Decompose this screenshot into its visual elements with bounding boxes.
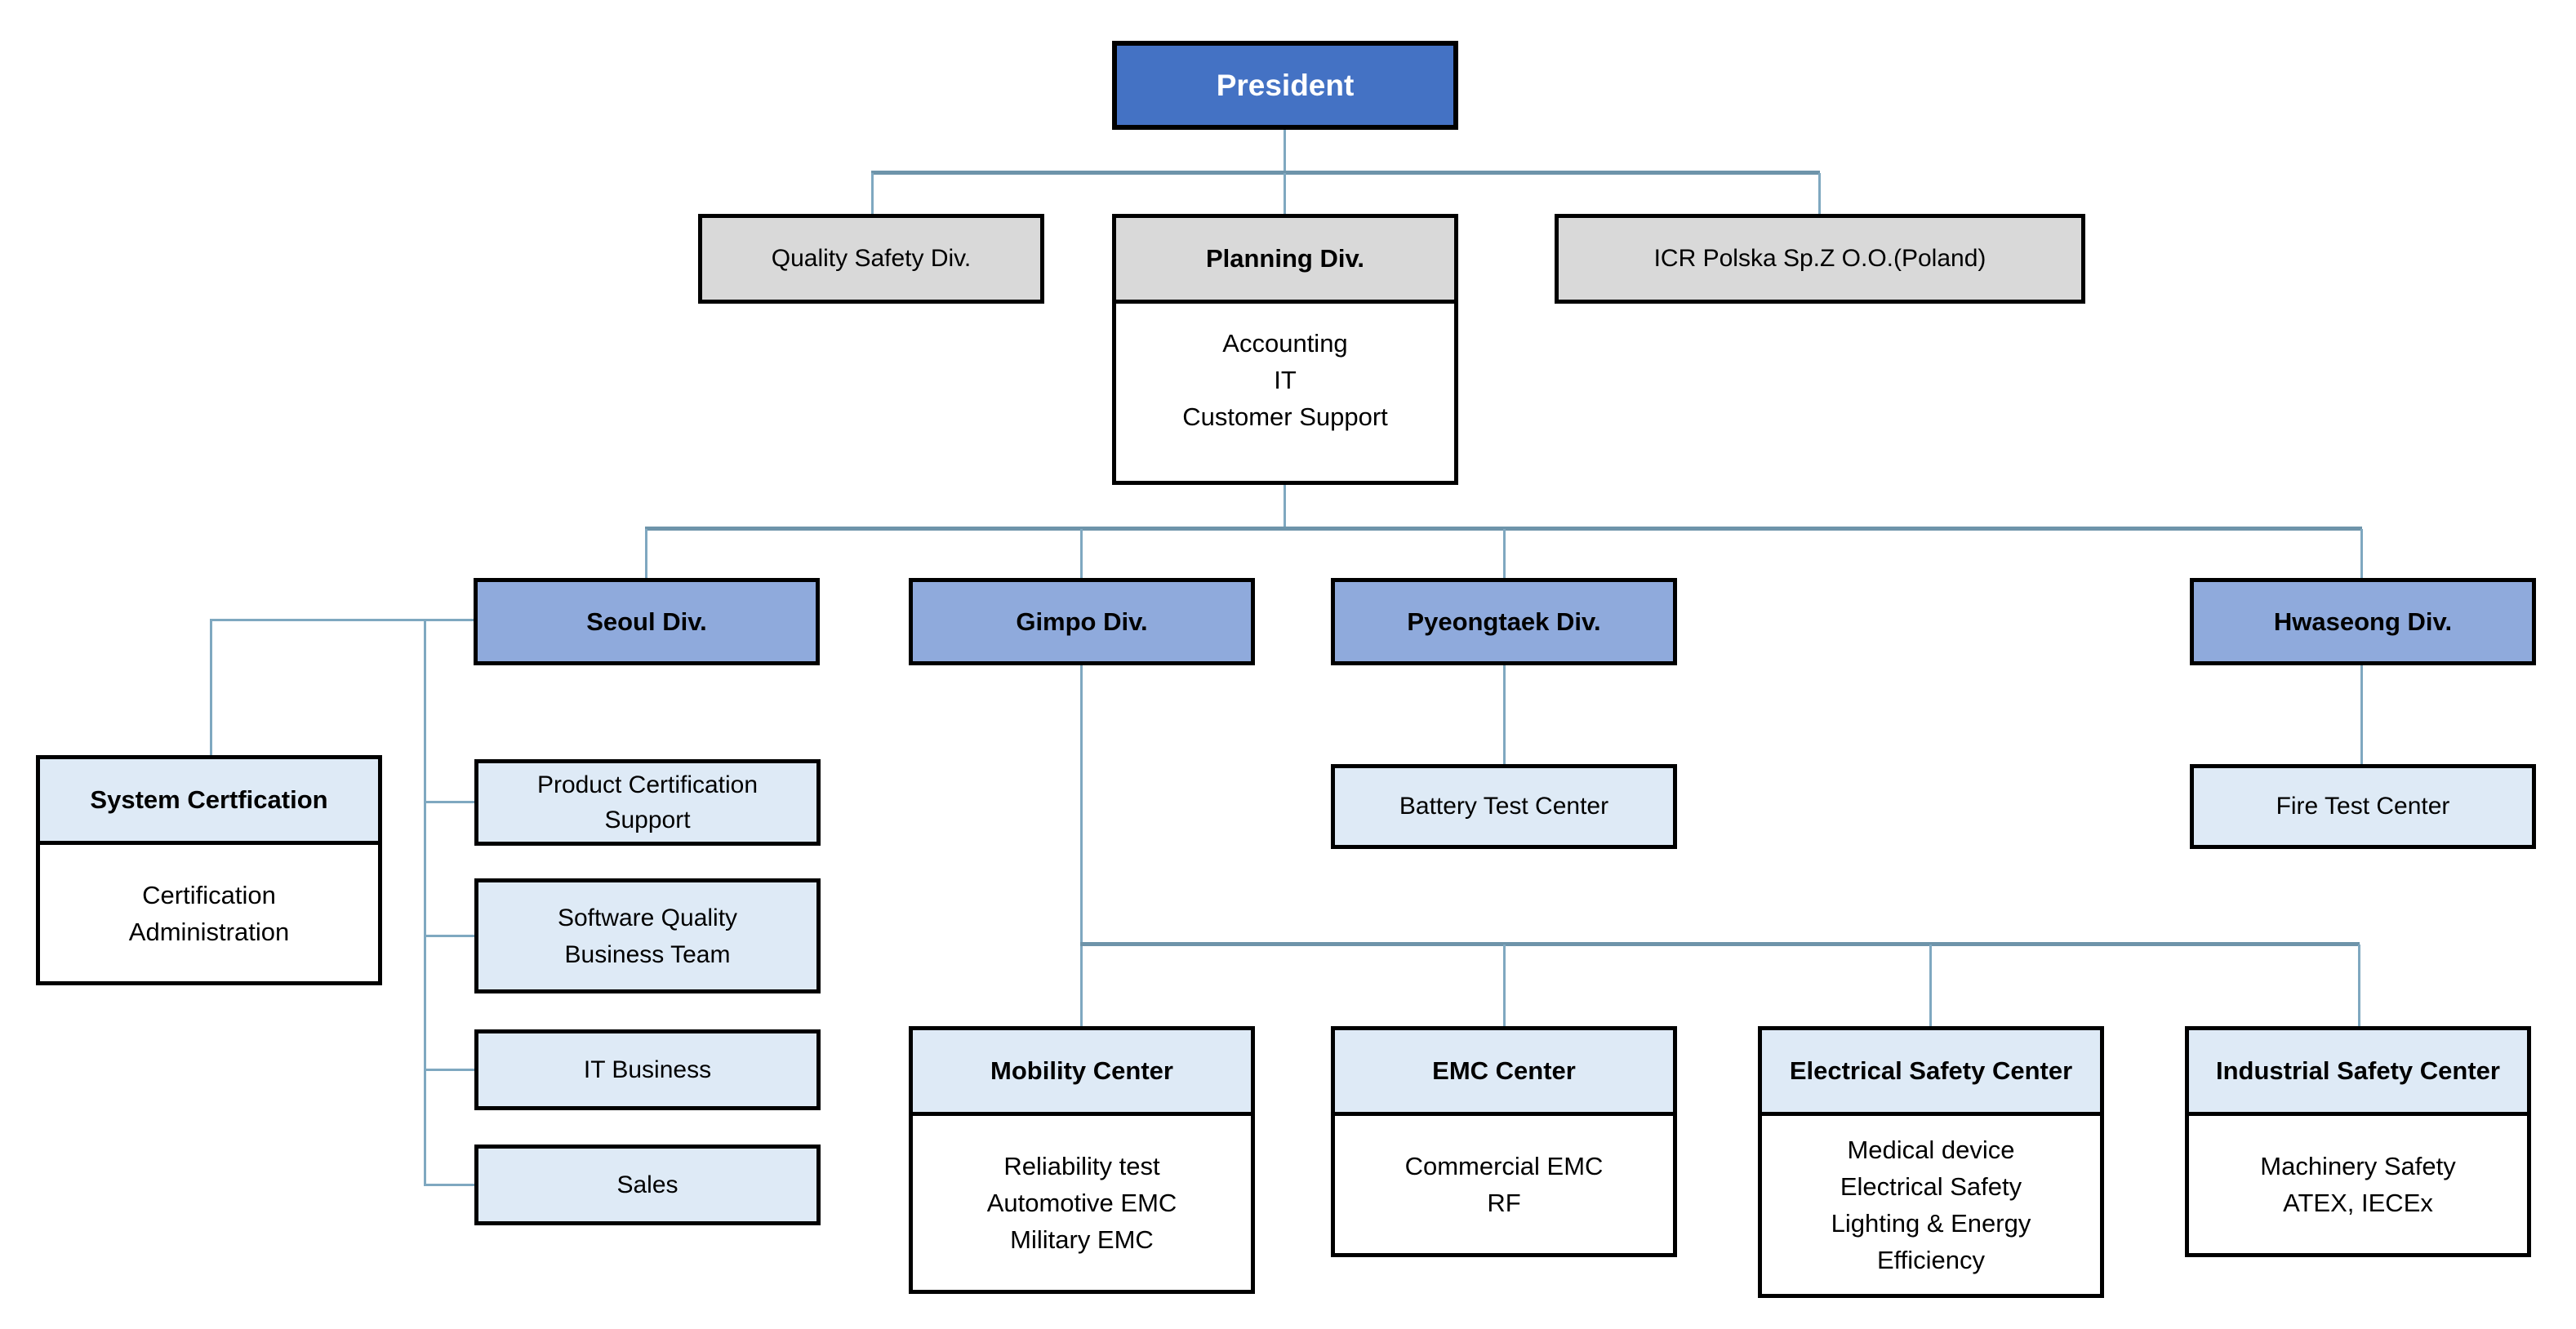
node-planning-div: Planning Div. Accounting IT Customer Sup…	[1112, 214, 1458, 485]
node-planning-label: Planning Div.	[1205, 244, 1365, 273]
node-industrial-safety-body: Machinery Safety ATEX, IECEx	[2189, 1116, 2527, 1253]
connector-hwaseong-drop	[2360, 529, 2363, 578]
node-electrical-safety-center: Electrical Safety Center Medical device …	[1758, 1026, 2104, 1298]
node-industrial-safety-label: Industrial Safety Center	[2216, 1056, 2500, 1085]
electrical-safety-item: Electrical Safety	[1840, 1172, 2022, 1201]
node-seoul-div: Seoul Div.	[474, 578, 820, 665]
connector-industrial-drop	[2358, 945, 2360, 1026]
node-emc-header: EMC Center	[1335, 1030, 1673, 1116]
node-planning-header: Planning Div.	[1116, 218, 1454, 304]
connector-stub-it-business	[424, 1069, 474, 1071]
node-software-quality-business-team: Software Quality Business Team	[474, 878, 821, 993]
connector-president-down	[1284, 130, 1286, 173]
planning-dept-item: Accounting	[1222, 329, 1348, 358]
node-fire-test-label: Fire Test Center	[2276, 793, 2450, 820]
connector-planning-drop	[1284, 173, 1286, 214]
node-industrial-safety-center: Industrial Safety Center Machinery Safet…	[2185, 1026, 2531, 1257]
electrical-safety-item: Medical device	[1847, 1136, 2015, 1164]
node-emc-label: EMC Center	[1432, 1056, 1576, 1085]
product-certification-line: Support	[604, 807, 691, 833]
node-system-certification: System Certfication Certification Admini…	[36, 755, 382, 985]
connector-stub-software-quality	[424, 935, 474, 937]
node-battery-test-center: Battery Test Center	[1331, 764, 1677, 849]
industrial-safety-item: Machinery Safety	[2260, 1152, 2456, 1180]
node-quality-safety-label: Quality Safety Div.	[771, 245, 972, 272]
connector-pyeongtaek-drop	[1503, 529, 1506, 578]
node-icr-polska: ICR Polska Sp.Z O.O.(Poland)	[1555, 214, 2085, 304]
node-fire-test-center: Fire Test Center	[2190, 764, 2536, 849]
node-it-business: IT Business	[474, 1029, 821, 1110]
node-seoul-label: Seoul Div.	[586, 607, 707, 636]
node-hwaseong-label: Hwaseong Div.	[2273, 607, 2453, 636]
node-industrial-safety-header: Industrial Safety Center	[2189, 1030, 2527, 1116]
node-icr-polska-label: ICR Polska Sp.Z O.O.(Poland)	[1653, 245, 1987, 272]
connector-gimpo-drop	[1080, 529, 1083, 578]
node-gimpo-label: Gimpo Div.	[1016, 607, 1148, 636]
node-mobility-header: Mobility Center	[913, 1030, 1251, 1116]
emc-item: Commercial EMC	[1404, 1152, 1604, 1180]
connector-trunk-level2	[871, 171, 1820, 175]
node-hwaseong-div: Hwaseong Div.	[2190, 578, 2536, 665]
software-quality-line: Software Quality	[557, 904, 738, 931]
mobility-item: Automotive EMC	[986, 1189, 1177, 1217]
node-pyeongtaek-div: Pyeongtaek Div.	[1331, 578, 1677, 665]
software-quality-line: Business Team	[564, 940, 731, 968]
connector-electrical-drop	[1929, 945, 1932, 1026]
node-sales: Sales	[474, 1145, 821, 1225]
node-president: President	[1112, 41, 1458, 130]
node-battery-test-label: Battery Test Center	[1399, 793, 1609, 820]
planning-dept-item: IT	[1274, 366, 1297, 394]
emc-item: RF	[1487, 1189, 1521, 1217]
connector-gimpo-long-down	[1080, 665, 1083, 1026]
node-mobility-center: Mobility Center Reliability test Automot…	[909, 1026, 1255, 1294]
planning-dept-item: Customer Support	[1182, 402, 1388, 431]
node-it-business-label: IT Business	[583, 1056, 712, 1083]
connector-quality-safety-drop	[871, 173, 874, 214]
node-system-certification-header: System Certfication	[40, 759, 378, 845]
node-emc-body: Commercial EMC RF	[1335, 1116, 1673, 1253]
node-sales-label: Sales	[616, 1171, 678, 1198]
node-pyeongtaek-label: Pyeongtaek Div.	[1407, 607, 1601, 636]
product-certification-line: Product Certification	[536, 771, 759, 798]
node-mobility-label: Mobility Center	[990, 1056, 1173, 1085]
connector-trunk-divisions	[645, 527, 2362, 531]
connector-planning-down	[1284, 485, 1286, 529]
node-planning-body: Accounting IT Customer Support	[1116, 304, 1454, 481]
node-mobility-body: Reliability test Automotive EMC Military…	[913, 1116, 1251, 1290]
connector-system-cert-drop	[210, 619, 212, 755]
node-system-certification-body: Certification Administration	[40, 845, 378, 981]
node-electrical-safety-body: Medical device Electrical Safety Lightin…	[1762, 1116, 2100, 1294]
node-electrical-safety-label: Electrical Safety Center	[1789, 1056, 2073, 1085]
connector-seoul-drop	[645, 529, 647, 578]
connector-emc-drop	[1503, 945, 1506, 1026]
mobility-item: Reliability test	[1003, 1152, 1160, 1180]
node-electrical-safety-header: Electrical Safety Center	[1762, 1030, 2100, 1116]
node-emc-center: EMC Center Commercial EMC RF	[1331, 1026, 1677, 1257]
connector-stub-product-cert	[424, 801, 474, 803]
node-gimpo-div: Gimpo Div.	[909, 578, 1255, 665]
connector-fire-drop	[2360, 665, 2363, 764]
connector-trunk-centers	[1080, 942, 2360, 946]
node-system-certification-label: System Certfication	[90, 785, 328, 814]
mobility-item: Military EMC	[1010, 1225, 1154, 1254]
node-quality-safety-div: Quality Safety Div.	[698, 214, 1044, 304]
connector-seoul-teams-spine	[424, 619, 426, 1186]
electrical-safety-item: Lighting & Energy Efficiency	[1831, 1209, 2031, 1274]
node-president-label: President	[1216, 68, 1355, 102]
connector-stub-sales	[424, 1184, 474, 1186]
connector-icr-drop	[1818, 173, 1821, 214]
node-product-certification-support: Product Certification Support	[474, 759, 821, 846]
system-certification-item: Certification Administration	[128, 880, 290, 946]
connector-battery-drop	[1503, 665, 1506, 764]
industrial-safety-item: ATEX, IECEx	[2283, 1189, 2433, 1217]
connector-seoul-left	[210, 619, 474, 621]
